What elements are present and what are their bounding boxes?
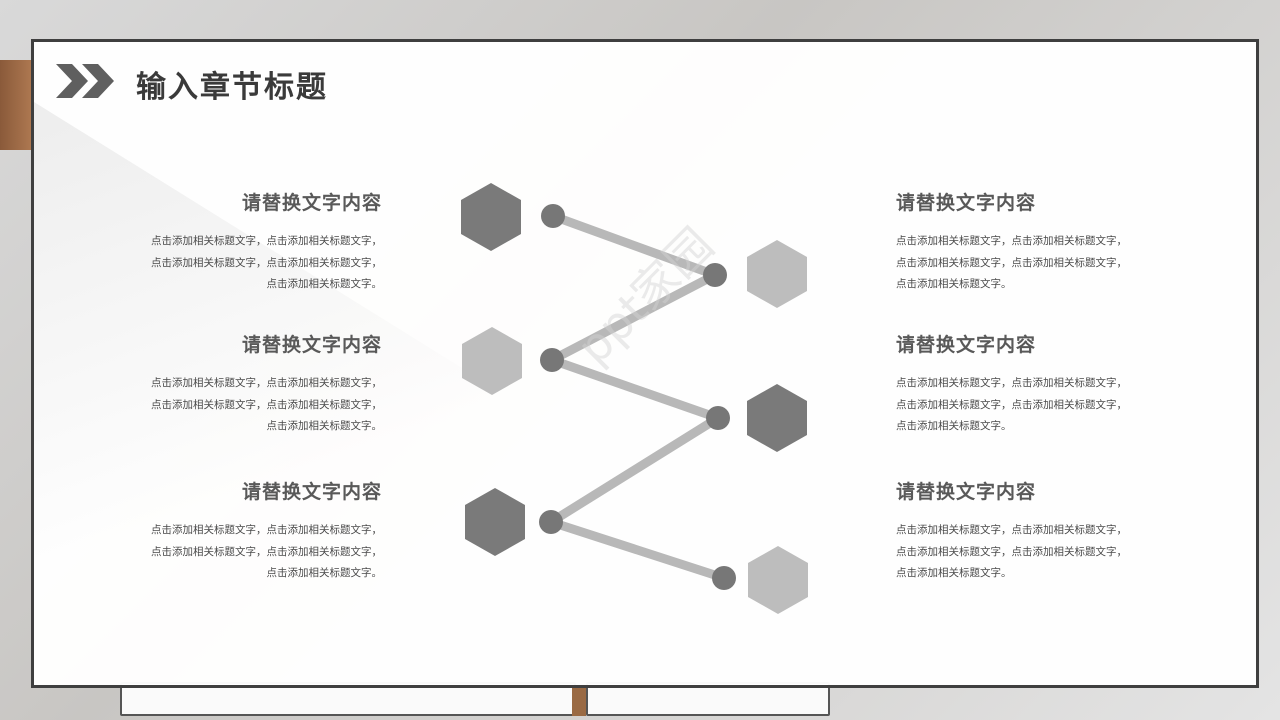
text-block-right-3: 请替换文字内容 点击添加相关标题文字，点击添加相关标题文字， 点击添加相关标题文… (896, 477, 1166, 585)
block-title: 请替换文字内容 (241, 192, 382, 214)
double-chevron-icon (56, 64, 114, 98)
text-block-right-1: 请替换文字内容 点击添加相关标题文字，点击添加相关标题文字， 点击添加相关标题文… (896, 188, 1166, 296)
page-title: 输入章节标题 (136, 70, 328, 105)
block-line: 点击添加相关标题文字。 (266, 420, 383, 432)
text-block-left-1: 请替换文字内容 点击添加相关标题文字，点击添加相关标题文字， 点击添加相关标题文… (112, 188, 382, 296)
block-line: 点击添加相关标题文字，点击添加相关标题文字， (151, 235, 382, 247)
wood-edge (0, 60, 34, 150)
block-line: 点击添加相关标题文字，点击添加相关标题文字， (151, 524, 382, 536)
block-line: 点击添加相关标题文字，点击添加相关标题文字， (896, 235, 1127, 247)
block-line: 点击添加相关标题文字。 (896, 567, 1012, 579)
block-title: 请替换文字内容 (241, 481, 382, 503)
block-line: 点击添加相关标题文字。 (266, 567, 383, 579)
block-title: 请替换文字内容 (896, 334, 1037, 356)
text-block-left-2: 请替换文字内容 点击添加相关标题文字，点击添加相关标题文字， 点击添加相关标题文… (112, 330, 382, 438)
block-line: 点击添加相关标题文字。 (896, 278, 1012, 290)
block-line: 点击添加相关标题文字。 (896, 420, 1012, 432)
block-line: 点击添加相关标题文字，点击添加相关标题文字， (151, 545, 382, 558)
block-line: 点击添加相关标题文字，点击添加相关标题文字， (151, 398, 382, 411)
text-block-left-3: 请替换文字内容 点击添加相关标题文字，点击添加相关标题文字， 点击添加相关标题文… (112, 477, 382, 585)
wood-gap (572, 686, 586, 716)
block-line: 点击添加相关标题文字，点击添加相关标题文字， (896, 524, 1127, 536)
block-line: 点击添加相关标题文字，点击添加相关标题文字， (151, 256, 382, 269)
block-line: 点击添加相关标题文字，点击添加相关标题文字， (896, 398, 1127, 411)
block-line: 点击添加相关标题文字。 (266, 278, 383, 290)
block-title: 请替换文字内容 (896, 192, 1037, 214)
text-block-right-2: 请替换文字内容 点击添加相关标题文字，点击添加相关标题文字， 点击添加相关标题文… (896, 330, 1166, 438)
block-line: 点击添加相关标题文字，点击添加相关标题文字， (896, 256, 1127, 269)
block-line: 点击添加相关标题文字，点击添加相关标题文字， (896, 377, 1127, 389)
block-line: 点击添加相关标题文字，点击添加相关标题文字， (896, 545, 1127, 558)
block-title: 请替换文字内容 (896, 481, 1037, 503)
block-title: 请替换文字内容 (241, 334, 382, 356)
block-line: 点击添加相关标题文字，点击添加相关标题文字， (151, 377, 382, 389)
